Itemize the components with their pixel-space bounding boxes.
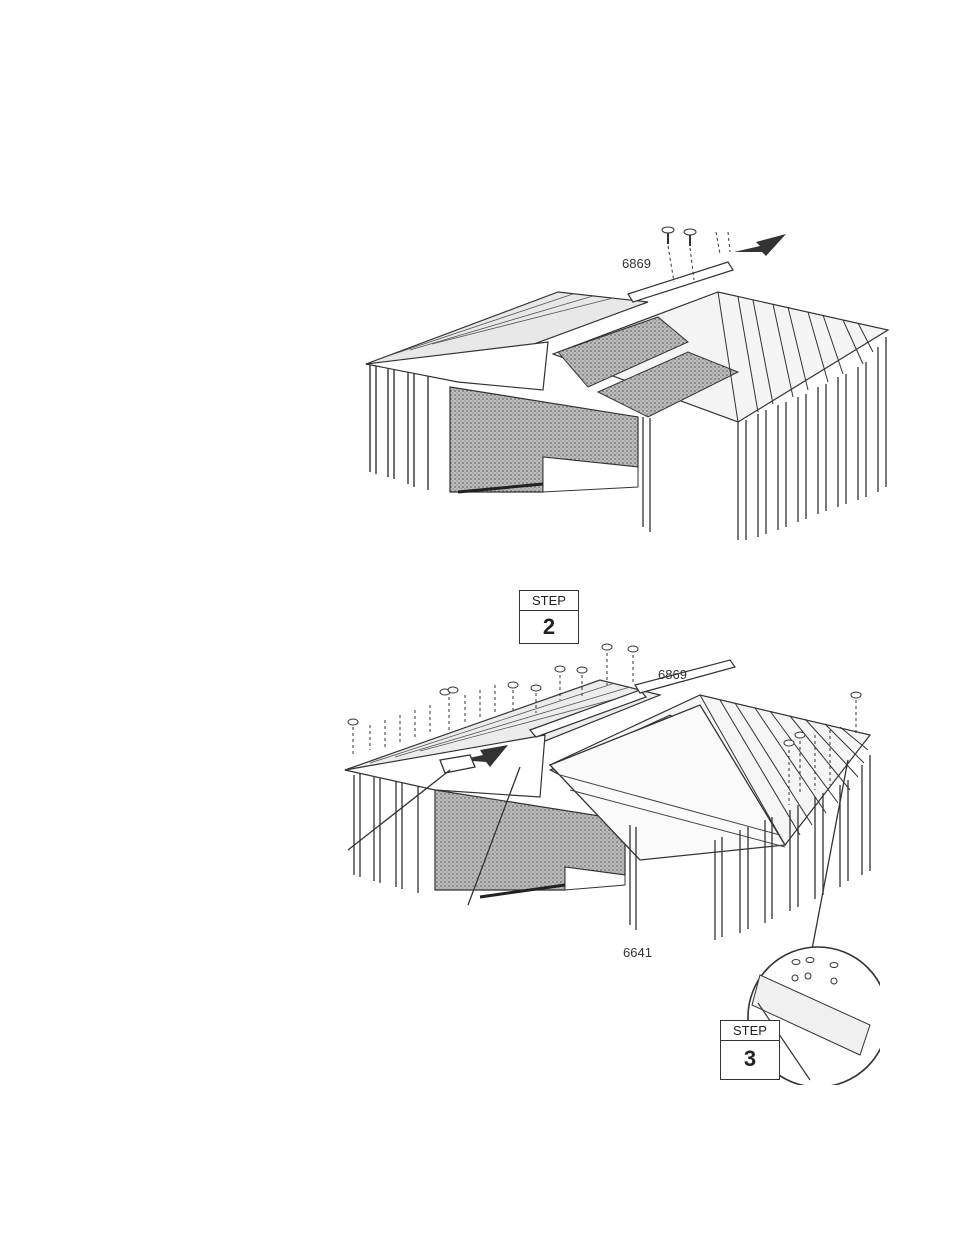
step-word: STEP [721,1021,779,1041]
step-number: 3 [721,1041,779,1077]
step-3-box: STEP 3 [720,1020,780,1080]
part-label-6869: 6869 [622,256,651,271]
screw-icon [662,227,674,282]
figure-2-roof-panel-assembly: 6869 6641 [340,585,880,1085]
shed-illustration-2 [340,585,880,1085]
step-number: 2 [520,611,578,642]
step-word: STEP [520,591,578,611]
part-label-6641: 6641 [623,945,652,960]
figure-1-roof-ridge-assembly: 6869 [358,222,898,542]
step-2-box: STEP 2 [519,590,579,644]
part-label-6869: 6869 [658,667,687,682]
arrow-icon [734,234,786,256]
